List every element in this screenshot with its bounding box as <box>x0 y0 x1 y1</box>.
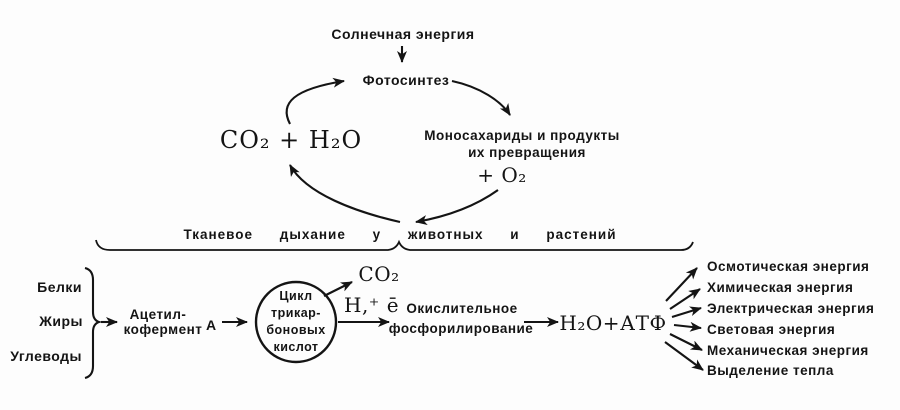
photosynthesis-label: Фотосинтез <box>363 72 450 88</box>
krebs-line2: трикар- <box>271 306 321 320</box>
acetyl-line2: кофермент <box>124 322 203 337</box>
monosaccharides-line2: их превращения <box>468 145 586 160</box>
output-electrical-energy: Электрическая энергия <box>707 301 874 316</box>
solar-energy-label: Солнечная энергия <box>331 26 474 42</box>
fat-label: Жиры <box>38 313 83 329</box>
output-mechanical-energy: Механическая энергия <box>707 343 869 358</box>
arrow-atp-to-heat <box>664 341 704 371</box>
arrow-atp-to-light <box>673 321 702 332</box>
krebs-line1: Цикл <box>279 289 312 303</box>
krebs-line3: боновых <box>266 323 325 337</box>
respiration-bracket <box>95 239 694 251</box>
arrow-photosynthesis-to-monosaccharides <box>451 79 511 116</box>
output-chemical-energy: Химическая энергия <box>707 280 853 295</box>
arrow-co2-to-photosynthesis <box>285 77 345 125</box>
arrow-atp-to-osmotic <box>665 267 698 302</box>
output-osmotic-energy: Осмотическая энергия <box>707 259 869 274</box>
monosaccharides-line1: Моносахариды и продукты <box>424 128 619 143</box>
h-plus-e-label: H,⁺ ē <box>344 293 399 317</box>
arrow-respiration-to-co2 <box>289 164 401 224</box>
arrow-krebs-to-co2 <box>323 281 353 297</box>
krebs-cycle-circle <box>254 280 338 364</box>
oxygen-formula: + O₂ <box>477 163 527 187</box>
co2-h2o-formula: CO₂ + H₂O <box>220 126 362 154</box>
acetyl-a: А <box>206 317 217 333</box>
carbohydrate-label: Углеводы <box>10 348 82 364</box>
arrow-atp-to-electrical <box>671 306 702 319</box>
h2o-atp-formula: H₂O+АТФ <box>559 311 666 335</box>
co2-output-formula: CO₂ <box>358 262 399 286</box>
protein-label: Белки <box>37 279 82 295</box>
krebs-line4: кислот <box>273 340 318 354</box>
arrow-atp-to-chemical <box>669 288 701 310</box>
output-light-energy: Световая энергия <box>707 322 835 337</box>
arrow-atp-to-mechanical <box>669 333 703 351</box>
oxphos-line1: Окислительное <box>406 301 517 316</box>
inputs-brace <box>84 266 103 380</box>
arrow-oxygen-to-respiration <box>415 189 499 226</box>
output-heat-release: Выделение тепла <box>707 363 834 378</box>
acetyl-line1: Ацетил- <box>130 307 187 322</box>
tissue-respiration-label: Тканевое дыхание у животных и растений <box>183 227 616 242</box>
oxphos-line2: фосфорилирование <box>389 321 534 336</box>
